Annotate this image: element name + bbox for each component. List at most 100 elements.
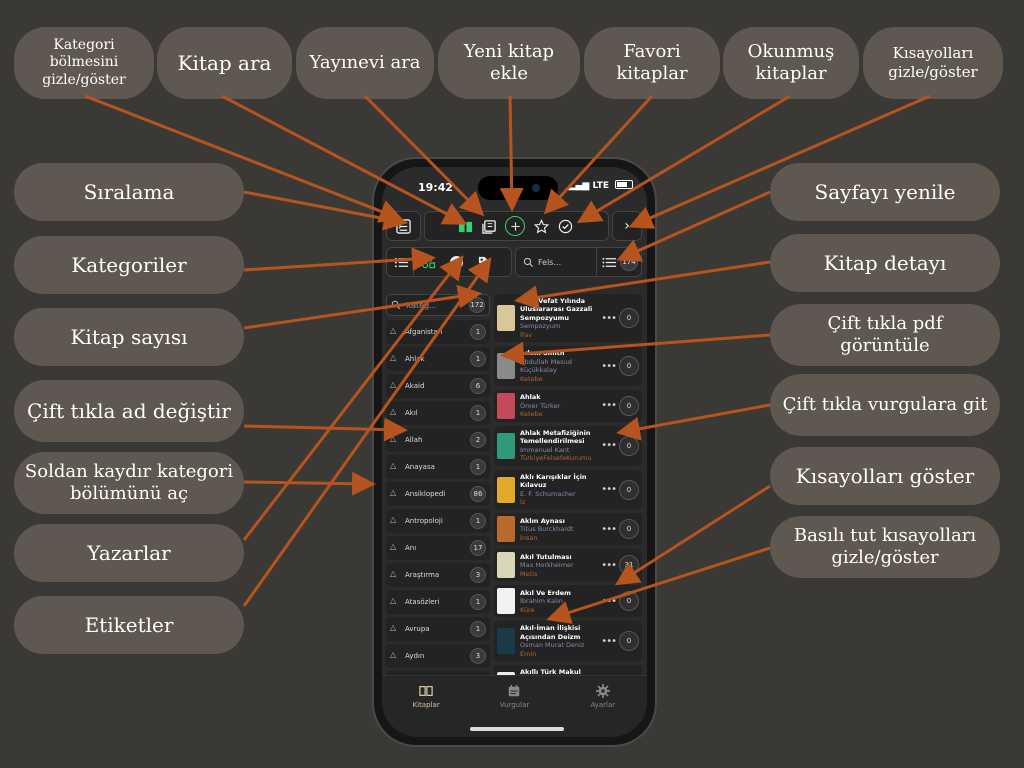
favorites-button[interactable] <box>529 214 553 238</box>
tags-button[interactable] <box>472 250 496 274</box>
category-count: 1 <box>470 513 486 529</box>
publisher-search-button[interactable] <box>477 214 501 238</box>
book-publisher: Küre <box>520 605 535 614</box>
book-search-button[interactable] <box>453 214 477 238</box>
book-search-input[interactable]: Fels... <box>538 257 562 267</box>
book-list: 900. Vefat Yılında Uluslararası Gazzali … <box>494 294 642 689</box>
book-cover[interactable] <box>497 628 515 655</box>
category-shapes-icon: △ <box>390 488 397 497</box>
category-search-input[interactable]: Kateg... <box>406 300 437 310</box>
tab-settings[interactable]: Ayarlar <box>573 684 633 737</box>
category-view-button[interactable] <box>416 250 440 274</box>
refresh-count-badge[interactable]: 174 <box>620 253 638 271</box>
category-count: 86 <box>470 486 486 502</box>
status-network: ▂▄▆ LTE <box>568 181 609 191</box>
more-options-icon[interactable]: ••• <box>601 595 617 607</box>
callout-tags: Etiketler <box>14 596 244 654</box>
category-shapes-icon: △ <box>390 353 397 362</box>
more-options-icon[interactable]: ••• <box>601 523 617 535</box>
book-publisher: TürkiyeFelsefeKurumu <box>520 454 592 463</box>
book-publisher: Emin <box>520 649 537 658</box>
callout-book-count: Kitap sayısı <box>14 308 244 366</box>
book-cover[interactable] <box>497 476 515 503</box>
authors-button[interactable] <box>444 250 468 274</box>
book-cover[interactable] <box>497 588 515 615</box>
highlight-count[interactable]: 0 <box>619 308 639 329</box>
highlight-count[interactable]: 0 <box>619 479 639 500</box>
category-search[interactable]: Kateg... 172 <box>386 294 490 316</box>
calendar-icon <box>509 684 520 697</box>
category-name: Akaid <box>405 382 425 390</box>
more-options-icon[interactable]: ••• <box>601 360 617 372</box>
search-icon <box>523 257 533 267</box>
book-author: Immanuel Kant <box>520 445 570 454</box>
book-cover[interactable] <box>497 305 515 332</box>
more-options-icon[interactable]: ••• <box>601 484 617 496</box>
highlight-count[interactable]: 0 <box>619 591 639 612</box>
read-books-button[interactable] <box>553 214 577 238</box>
tab-highlights[interactable]: Vurgular <box>484 684 544 737</box>
more-options-icon[interactable]: ••• <box>601 312 617 324</box>
highlight-count[interactable]: 0 <box>619 435 639 456</box>
highlight-count[interactable]: 0 <box>619 356 639 377</box>
library-icon <box>481 219 496 234</box>
category-name: Afganistan <box>405 328 443 336</box>
callout-swipe: Soldan kaydır kategori bölümünü aç <box>14 452 244 514</box>
highlight-count[interactable]: 0 <box>619 395 639 416</box>
category-toolbar <box>386 247 512 277</box>
highlight-count[interactable]: 31 <box>619 555 639 576</box>
category-shapes-icon: △ <box>390 326 397 335</box>
book-cover[interactable] <box>497 392 515 419</box>
callout-highlights: Çift tıkla vurgulara git <box>770 374 1000 436</box>
more-options-icon[interactable]: ••• <box>601 440 617 452</box>
book-cover[interactable] <box>497 552 515 579</box>
shortcuts-list-button[interactable] <box>600 250 618 274</box>
callout-long-press: Basılı tut kısayolları gizle/göster <box>770 516 1000 578</box>
categories-button[interactable] <box>389 250 413 274</box>
book-author: E. F. Schumacher <box>520 489 576 498</box>
category-shapes-icon: △ <box>390 434 397 443</box>
category-shapes-icon: △ <box>390 569 397 578</box>
add-book-button[interactable] <box>505 216 525 236</box>
more-options-icon[interactable]: ••• <box>601 559 617 571</box>
tab-highlights-label: Vurgular <box>499 701 530 709</box>
book-cover[interactable] <box>497 516 515 543</box>
highlight-count[interactable]: 0 <box>619 631 639 652</box>
chevron-right-icon: › <box>624 218 630 234</box>
shortcuts-toggle[interactable]: › <box>612 211 642 241</box>
book-item[interactable]: 900. Vefat Yılında Uluslararası Gazzali … <box>494 294 642 343</box>
highlight-count[interactable]: 0 <box>619 519 639 540</box>
book-title: Ahlak Metafiziğinin Temellendirilmesi <box>520 428 591 446</box>
book-cover[interactable] <box>497 432 515 459</box>
sort-button[interactable] <box>392 214 416 238</box>
more-options-icon[interactable]: ••• <box>601 400 617 412</box>
category-count: 1 <box>470 594 486 610</box>
book-title: Aklın Aynası <box>520 516 565 525</box>
tab-books[interactable]: Kitaplar <box>396 684 456 737</box>
book-cover[interactable] <box>497 353 515 380</box>
sort-toolbar <box>386 211 421 241</box>
more-options-icon[interactable]: ••• <box>601 635 617 647</box>
